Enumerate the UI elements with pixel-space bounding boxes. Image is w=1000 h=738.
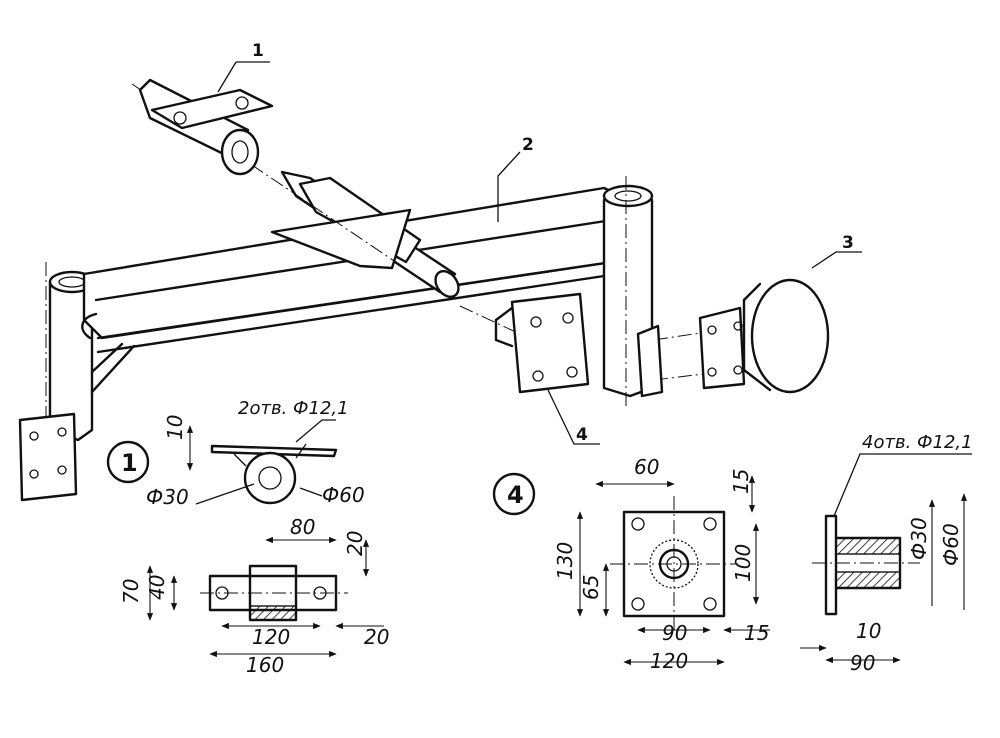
part-label-3: 3 [842, 233, 854, 253]
view-1-w80: 80 [290, 515, 315, 539]
view-1-e20: 20 [364, 625, 389, 649]
view-4-w120: 120 [650, 649, 688, 673]
view-1-w160: 160 [246, 653, 284, 677]
view-4-h65: 65 [579, 575, 603, 600]
view-4-h130: 130 [553, 542, 577, 580]
view-4-t10: 10 [856, 619, 881, 643]
part-3-roller [698, 251, 862, 394]
view-4-d30: Ф30 [907, 517, 931, 560]
view-4-w90: 90 [662, 621, 687, 645]
view-1-h40: 40 [145, 575, 169, 600]
view-4-d60: Ф60 [939, 523, 963, 566]
view-1-h20: 20 [343, 531, 367, 556]
part-4-flange [18, 151, 664, 502]
view-4-hole-note: 4отв. Ф12,1 [862, 432, 973, 453]
view-1-thickness: 10 [163, 415, 187, 440]
view-4-w15: 15 [744, 621, 769, 645]
part-label-1: 1 [252, 41, 264, 61]
view-1-detail: 1 10 2отв. Ф12,1 Ф30 Ф60 80 20 70 40 120… [106, 398, 389, 677]
view-4-h15: 15 [729, 469, 753, 494]
view-1-w120: 120 [252, 625, 290, 649]
part-1-clamp [138, 61, 274, 176]
view-1-marker: 1 [121, 449, 138, 477]
view-4-h100: 100 [731, 544, 755, 582]
view-4-w60: 60 [634, 455, 659, 479]
view-1-h70: 70 [119, 579, 143, 604]
view-1-d60: Ф60 [322, 483, 365, 507]
part-label-2: 2 [522, 135, 534, 155]
view-4-detail: 4 60 15 130 65 100 90 15 120 4от [492, 432, 973, 675]
part-label-4: 4 [576, 425, 588, 445]
view-4-l90: 90 [850, 651, 875, 675]
part-labels: 1 2 3 4 [252, 41, 854, 445]
view-1-hole-note: 2отв. Ф12,1 [238, 398, 349, 419]
view-1-d30: Ф30 [146, 485, 189, 509]
view-4-marker: 4 [507, 481, 524, 509]
